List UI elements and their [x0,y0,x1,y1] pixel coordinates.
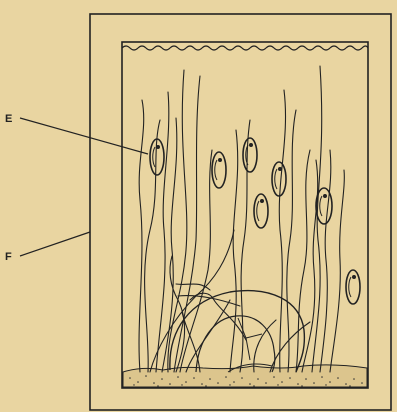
fish [254,194,268,228]
fish [272,162,286,196]
fish [316,188,332,224]
leader-line-e [20,118,148,154]
fish [346,270,360,304]
fish [243,138,257,172]
leader-line-f [20,232,90,256]
outer-frame [90,14,391,410]
label-f: F [5,251,12,263]
rock-facet [238,318,262,360]
water-surface [122,46,368,50]
fish [212,152,226,188]
label-e: E [5,113,12,125]
